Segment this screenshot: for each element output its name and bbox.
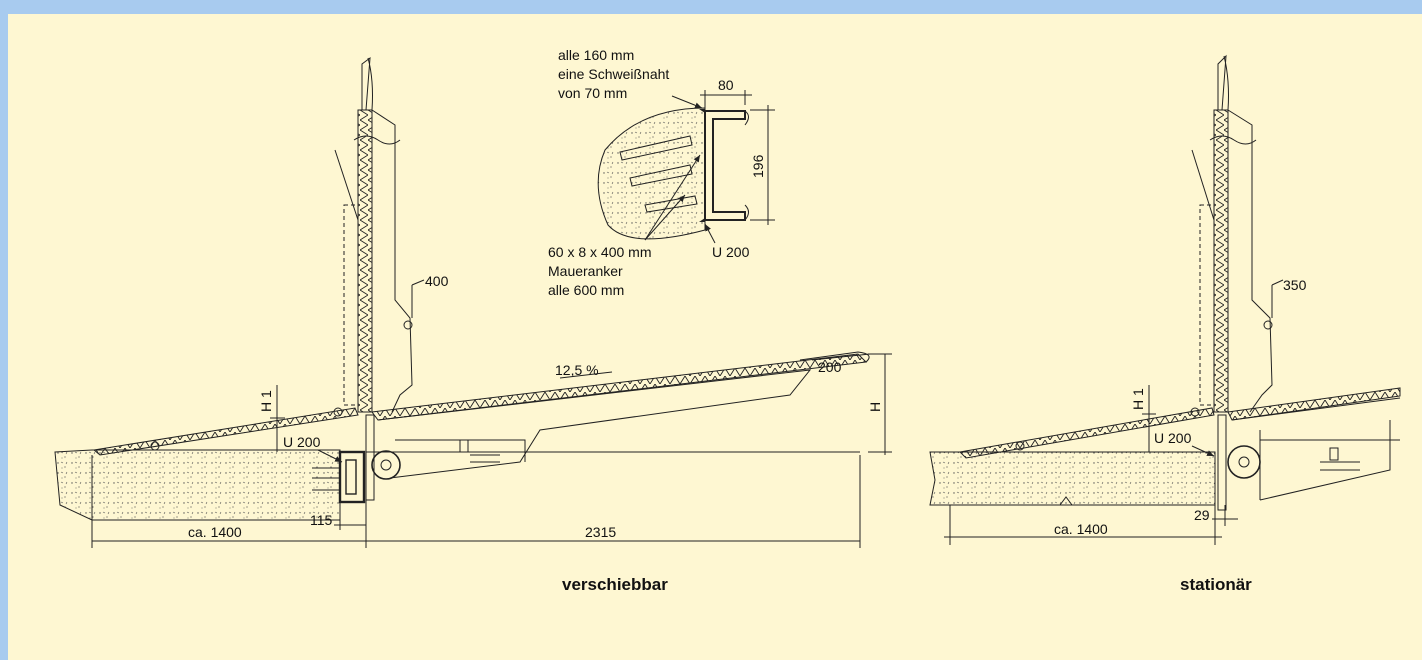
left-dim-H1: H 1 bbox=[258, 390, 274, 412]
right-ground-concrete bbox=[929, 451, 1216, 506]
drawing-panel bbox=[8, 14, 1422, 660]
left-door-top-curve bbox=[367, 57, 373, 111]
left-door-top bbox=[361, 56, 371, 111]
detail-profile-label: U 200 bbox=[712, 244, 750, 260]
detail-note-line2: eine Schweißnaht bbox=[558, 66, 669, 82]
detail-note-line1: alle 160 mm bbox=[558, 47, 634, 63]
right-dim-29: 29 bbox=[1194, 507, 1210, 523]
left-approach-plate bbox=[92, 407, 359, 456]
left-bracket-pin bbox=[403, 320, 413, 330]
detail-dim-80: 80 bbox=[718, 77, 734, 93]
left-dim-400: 400 bbox=[425, 273, 449, 289]
left-u200-label: U 200 bbox=[283, 434, 321, 450]
right-dim-1400: ca. 1400 bbox=[1054, 521, 1108, 537]
left-strut bbox=[334, 149, 359, 221]
detail-u-profile bbox=[704, 110, 746, 221]
right-dim-H1: H 1 bbox=[1130, 388, 1146, 410]
left-slope-label: 12,5 % bbox=[555, 362, 599, 378]
left-loading-ramp: 400 12,5 % 200 H H 1 bbox=[54, 56, 892, 594]
u200-detail: 80 196 alle 160 mm eine Schweißnaht von … bbox=[548, 47, 775, 298]
detail-note-line3: von 70 mm bbox=[558, 85, 627, 101]
right-door-truss bbox=[1213, 109, 1229, 413]
left-leveler-deck bbox=[371, 353, 868, 421]
left-u200-profile bbox=[338, 450, 366, 504]
detail-anchor-line2: Maueranker bbox=[548, 263, 623, 279]
left-underframe bbox=[377, 369, 812, 479]
left-door-leaf bbox=[343, 204, 359, 406]
detail-anchor-line1: 60 x 8 x 400 mm bbox=[548, 244, 652, 260]
detail-anchor-line3: alle 600 mm bbox=[548, 282, 624, 298]
left-caption: verschiebbar bbox=[562, 575, 668, 594]
left-hinge-wheel bbox=[371, 450, 401, 480]
left-dim-H: H bbox=[867, 402, 883, 412]
detail-dim-196: 196 bbox=[750, 154, 766, 178]
left-break-mark bbox=[353, 135, 401, 145]
left-dim-2315: 2315 bbox=[585, 524, 616, 540]
left-dim-115: 115 bbox=[310, 512, 333, 528]
left-ground-concrete bbox=[54, 449, 341, 521]
right-loading-ramp: 350 H 1 U 200 29 ca. 1400 stationär bbox=[929, 54, 1401, 594]
right-hinge-wheel bbox=[1227, 445, 1261, 479]
detail-anchor-1 bbox=[619, 135, 693, 161]
right-u200-label: U 200 bbox=[1154, 430, 1192, 446]
right-caption: stationär bbox=[1180, 575, 1252, 594]
right-bracket bbox=[1227, 109, 1273, 413]
left-dim-1400: ca. 1400 bbox=[188, 524, 242, 540]
right-leveler-deck bbox=[1227, 387, 1401, 421]
left-dim-200: 200 bbox=[818, 359, 842, 375]
left-door-truss bbox=[357, 109, 373, 413]
left-bracket bbox=[371, 109, 413, 413]
right-dim-350: 350 bbox=[1283, 277, 1307, 293]
